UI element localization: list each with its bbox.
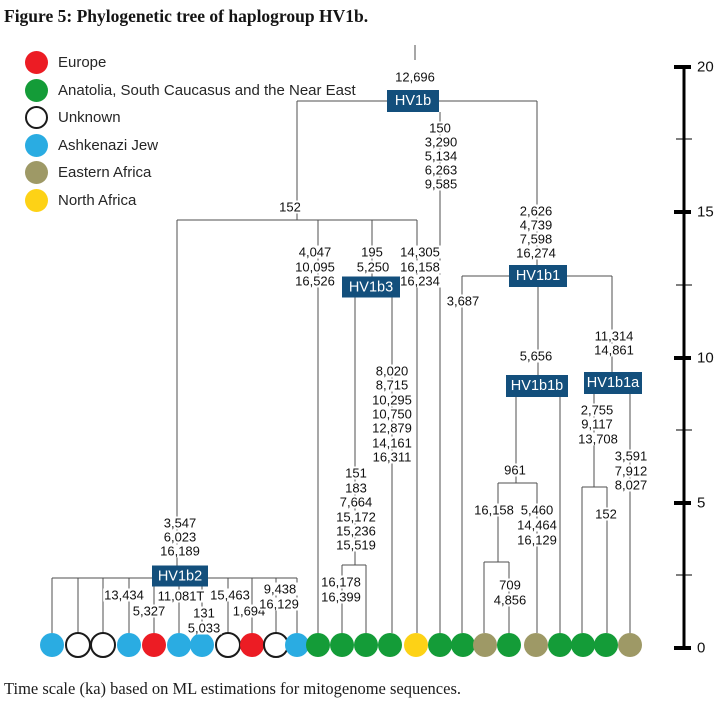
tip-circle <box>378 633 402 657</box>
tip-circle <box>240 633 264 657</box>
tip-circle <box>594 633 618 657</box>
figure-caption: Time scale (ka) based on ML estimations … <box>4 679 462 698</box>
legend-color-dot-icon <box>25 78 48 102</box>
tip-circle <box>473 633 497 657</box>
legend-item: Anatolia, South Caucasus and the Near Ea… <box>25 77 356 105</box>
legend-color-dot-icon <box>25 188 48 212</box>
legend-item: Eastern Africa <box>25 159 356 187</box>
tip-circle <box>40 633 64 657</box>
tip-circle <box>451 633 475 657</box>
tip-circle <box>65 632 91 658</box>
legend-item: Europe <box>25 49 356 77</box>
tip-circle <box>215 632 241 658</box>
tip-circle <box>90 632 116 658</box>
legend-item-label: Unknown <box>58 109 121 127</box>
tip-circle <box>330 633 354 657</box>
tip-circle <box>306 633 330 657</box>
legend-item-label: Europe <box>58 54 107 72</box>
tip-circle <box>354 633 378 657</box>
figure-title: Figure 5: Phylogenetic tree of haplogrou… <box>4 6 369 26</box>
tip-circle <box>524 633 548 657</box>
tip-circle <box>428 633 452 657</box>
tip-circle <box>263 632 289 658</box>
tip-circle <box>404 633 428 657</box>
legend-item: North Africa <box>25 187 356 215</box>
legend-item-label: Eastern Africa <box>58 164 152 182</box>
legend-item-label: North Africa <box>58 191 137 209</box>
tip-circle <box>117 633 141 657</box>
legend-item: Unknown <box>25 104 356 132</box>
tip-circle <box>497 633 521 657</box>
tip-circle <box>142 633 166 657</box>
tip-circle <box>571 633 595 657</box>
legend-item-label: Anatolia, South Caucasus and the Near Ea… <box>58 81 356 99</box>
tip-circle <box>167 633 191 657</box>
tip-circle <box>548 633 572 657</box>
tip-circle <box>285 633 309 657</box>
legend-color-dot-icon <box>25 161 48 185</box>
legend-color-dot-icon <box>25 133 48 157</box>
legend-color-dot-icon <box>25 51 48 75</box>
legend-color-dot-icon <box>25 106 48 130</box>
legend-item: Ashkenazi Jew <box>25 132 356 160</box>
tip-circle <box>618 633 642 657</box>
legend-item-label: Ashkenazi Jew <box>58 136 159 154</box>
tip-circle <box>190 633 214 657</box>
